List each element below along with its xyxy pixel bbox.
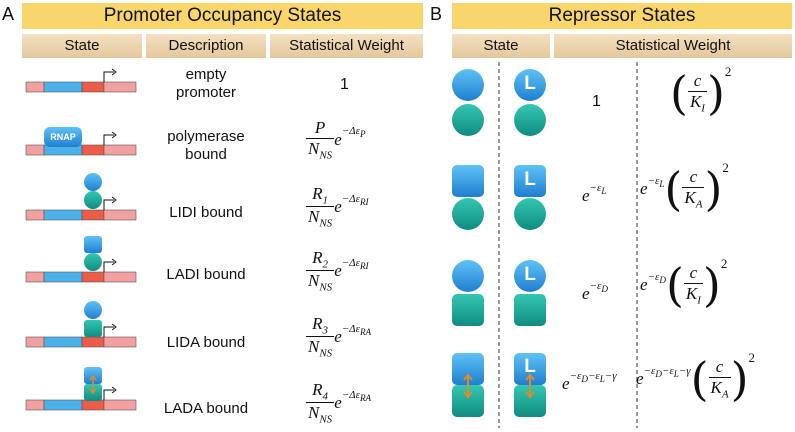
desc-lida-bound: LIDA bound	[166, 334, 246, 351]
panel-b-header-weight: Statistical Weight	[554, 34, 792, 58]
rep-weight-1-inactive: 1	[592, 93, 601, 110]
desc-ladi-bound: LADI bound	[166, 266, 246, 283]
panel-a-header-weight: Statistical Weight	[270, 34, 423, 58]
dna-row-empty	[25, 68, 137, 93]
rep-weight-3-inactive: e−εD	[582, 279, 608, 304]
dna-row-polymerase	[25, 127, 137, 156]
panel-a-title: Promoter Occupancy States	[22, 3, 423, 29]
panel-b-letter: B	[430, 4, 443, 24]
panel-a-header-description: Description	[146, 34, 266, 58]
panel-b-header-state: State	[452, 34, 550, 58]
dna-row-lida	[25, 301, 137, 348]
dna-row-ladi	[25, 236, 137, 283]
rep-weight-4-inactive: e−εD−εL−γ	[562, 369, 617, 394]
desc-empty-promoter: empty promoter	[175, 66, 237, 101]
ligand-label-3: L	[524, 264, 536, 285]
desc-polymerase-bound: polymerase bound	[167, 128, 245, 163]
dna-row-lidi	[25, 173, 137, 221]
desc-lidi-bound: LIDI bound	[169, 204, 243, 221]
panel-b-title: Repressor States	[452, 3, 792, 29]
dna-row-lada	[25, 367, 137, 411]
rep-weight-2-inactive: ce−εL	[582, 181, 607, 206]
panel-b-repressor-diagrams	[452, 62, 638, 428]
panel-a-letter: A	[2, 4, 15, 24]
ligand-label-2: L	[524, 169, 536, 190]
ligand-label-4: L	[524, 356, 536, 377]
weight-empty: 1	[340, 76, 349, 93]
desc-lada-bound: LADA bound	[163, 400, 249, 417]
panel-a-state-diagrams	[25, 68, 137, 411]
rnap-label: RNAP	[50, 132, 76, 142]
ligand-label-1: L	[524, 73, 536, 94]
panel-a-header-state: State	[22, 34, 142, 58]
